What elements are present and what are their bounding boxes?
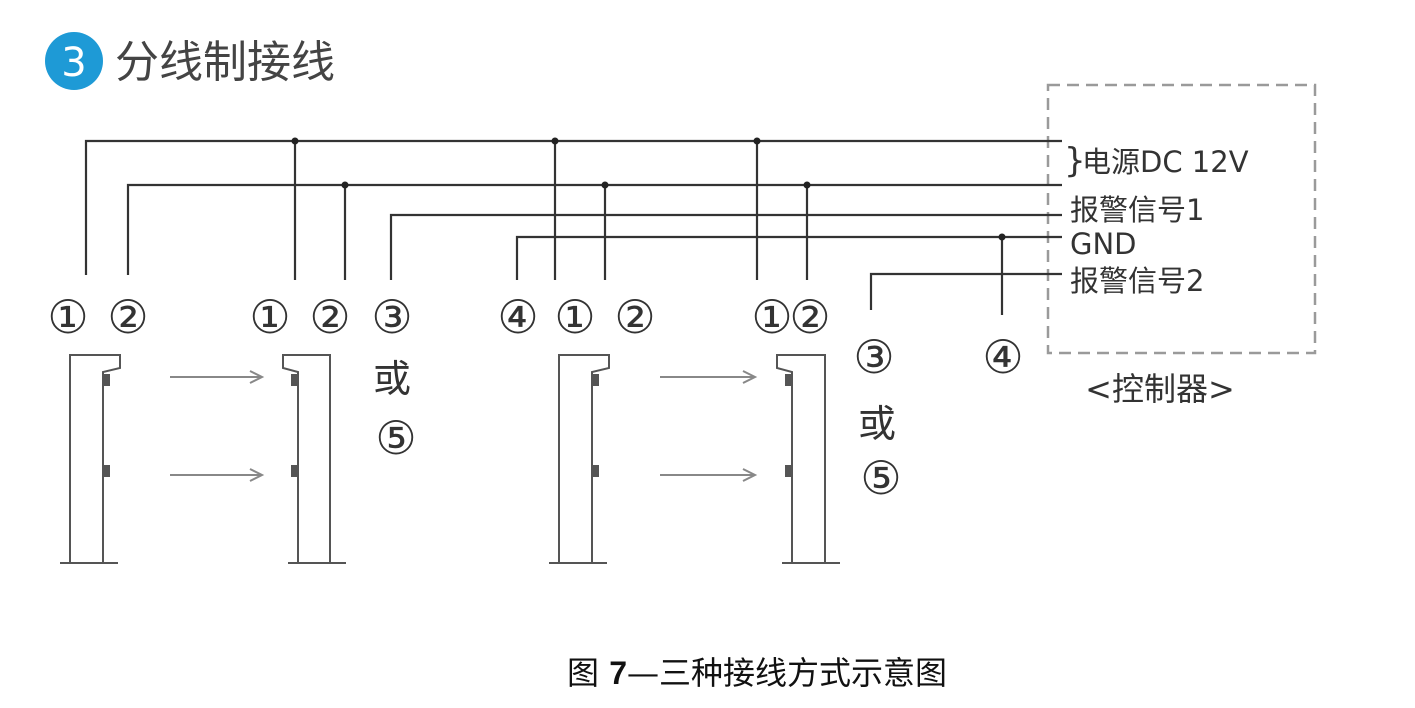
power-brace: } xyxy=(1064,141,1086,181)
terminal-number: ③ xyxy=(371,290,412,344)
controller-box xyxy=(1046,83,1317,355)
or-labels: 或 或 xyxy=(373,357,896,446)
terminal-number: ② xyxy=(789,290,830,344)
wire-gnd xyxy=(515,235,1062,280)
or-label: 或 xyxy=(858,402,896,446)
terminal-alarm1: 报警信号1 xyxy=(1070,193,1204,227)
terminal-number: ② xyxy=(614,290,655,344)
detector-column xyxy=(60,354,121,564)
wires xyxy=(84,139,1062,315)
or-label: 或 xyxy=(373,357,411,401)
step-badge xyxy=(45,32,103,90)
terminal-numbers: ① ② ① ② ③ ④ ① ② ① ② ③ ④ ⑤ ⑤ xyxy=(47,290,1023,505)
section-title: 分线制接线 xyxy=(115,37,335,88)
terminal-number: ① xyxy=(751,290,792,344)
wire-alarm1 xyxy=(389,213,1062,280)
wire-power xyxy=(84,139,1062,275)
detector-column xyxy=(282,354,346,564)
terminal-number: ① xyxy=(47,290,88,344)
wire-terminal2 xyxy=(126,183,1062,275)
terminal-number: ① xyxy=(554,290,595,344)
beam-arrows xyxy=(170,370,758,482)
terminal-alarm2: 报警信号2 xyxy=(1070,264,1204,298)
figure-caption: 图 7—三种接线方式示意图 xyxy=(567,654,947,692)
terminal-number: ③ xyxy=(853,330,894,384)
detector-column xyxy=(549,354,610,564)
terminal-power: 电源DC 12V xyxy=(1082,145,1249,179)
terminal-number: ④ xyxy=(982,330,1023,384)
junctions xyxy=(291,137,1006,241)
terminal-number: ⑤ xyxy=(860,451,901,505)
terminal-number: ② xyxy=(309,290,350,344)
terminal-gnd: GND xyxy=(1070,227,1137,261)
terminal-number: ① xyxy=(249,290,290,344)
terminal-number: ④ xyxy=(497,290,538,344)
step-number: 3 xyxy=(61,40,86,86)
wire-alarm2 xyxy=(869,272,1062,310)
controller-label: <控制器> xyxy=(1085,370,1235,408)
terminal-number: ⑤ xyxy=(375,411,416,465)
terminal-number: ② xyxy=(107,290,148,344)
detector-column xyxy=(776,354,840,564)
